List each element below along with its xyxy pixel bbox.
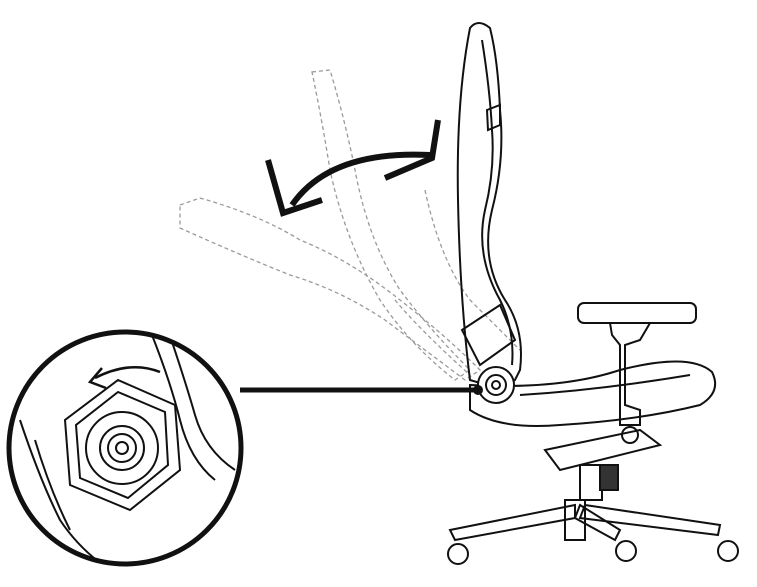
caster-wheel <box>447 543 469 565</box>
seat <box>469 360 716 427</box>
star-base <box>447 503 739 565</box>
base-mechanism <box>543 426 663 541</box>
upright-backrest <box>456 22 522 386</box>
recline-knob <box>477 366 515 404</box>
reclined-backrest-ghost <box>179 69 521 381</box>
armrest <box>577 302 697 426</box>
caster-wheel <box>717 540 739 562</box>
caster-wheel <box>615 540 637 562</box>
knob-detail-magnifier <box>6 329 244 567</box>
rotate-knob-arrow-icon <box>87 366 161 390</box>
recline-arrow-icon <box>265 119 441 217</box>
